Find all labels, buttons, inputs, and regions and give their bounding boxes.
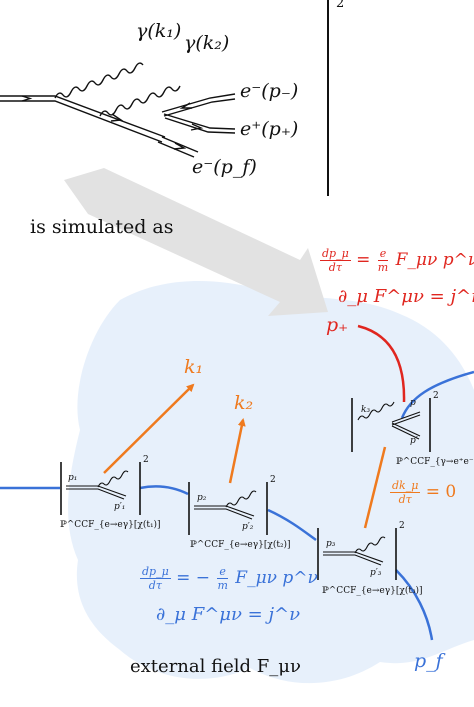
vertex-4-p-out2: p′ xyxy=(410,436,418,446)
vertex-1 xyxy=(60,462,141,515)
vertex-3-p-out: p′₃ xyxy=(370,568,382,578)
pair-production-lines xyxy=(161,93,236,134)
label-electron-final: e⁻(p_f) xyxy=(192,156,257,178)
vertex-4-power: 2 xyxy=(433,391,439,401)
electron-trajectory xyxy=(0,485,434,641)
incoming-fermion-line xyxy=(0,95,166,143)
positron-trajectory xyxy=(357,324,406,403)
red-eq1-rhs-rest: F_μν p^ν xyxy=(395,250,474,270)
vertex-3-power: 2 xyxy=(399,521,405,531)
photon-arrow-k1 xyxy=(103,383,195,474)
red-eq1-rhs-den: m xyxy=(377,261,389,274)
vertex-1-p-out: p′₁ xyxy=(114,502,126,512)
label-electron-minus: e⁻(p₋) xyxy=(240,80,299,102)
vertex-1-probability: ℙ^CCF_{e→eγ}[χ(t₁)] xyxy=(60,520,161,530)
label-p-f: p_f xyxy=(414,650,443,672)
orange-eq-den: dτ xyxy=(398,493,412,506)
label-positron-plus: e⁺(p₊) xyxy=(240,118,299,140)
vertex-4-k-in: k₃ xyxy=(361,405,371,415)
photon-wiggle-k1-top xyxy=(54,62,144,99)
orange-eq-rhs: = 0 xyxy=(425,482,457,502)
vertex-2-probability: ℙ^CCF_{e→eγ}[χ(t₂)] xyxy=(190,540,291,550)
positron-continuation xyxy=(400,370,474,419)
blue-equation-2: ∂_μ F^μν = j^ν xyxy=(156,604,301,625)
orange-eq-num: dk_μ xyxy=(390,479,421,493)
external-field-cloud xyxy=(68,281,474,684)
label-k2: k₂ xyxy=(234,392,254,414)
vertex-1-p-in: p₁ xyxy=(68,473,78,483)
vertex-2-p-out: p′₂ xyxy=(242,522,254,532)
vertex-3-probability: ℙ^CCF_{e→eγ}[χ(t₃)] xyxy=(322,586,423,596)
vertex-3-p-in: p₃ xyxy=(326,539,336,549)
vertex-4-probability: ℙ^CCF_{γ→e⁺e⁻}[χ(t xyxy=(396,457,474,467)
vertex-2 xyxy=(188,482,268,535)
vertex-4-p-out: p xyxy=(410,398,416,408)
vertex-1-power: 2 xyxy=(143,455,149,465)
vertex-2-p-in: p₂ xyxy=(197,493,207,503)
label-photon-k1: γ(k₁) xyxy=(136,20,182,42)
blue-eq1-rhs-den: m xyxy=(217,579,228,592)
photon-k3-path xyxy=(363,446,387,529)
blue-eq1-eq: = − xyxy=(176,568,211,588)
vertex-4 xyxy=(351,398,431,452)
photon-wiggle-k2-top xyxy=(99,85,181,117)
vertex-2-power: 2 xyxy=(270,475,276,485)
red-eq1-eq: = xyxy=(356,250,371,270)
red-equation-2: ∂_μ F^μν = j^ν xyxy=(338,286,474,307)
label-corner-index: 2 xyxy=(336,0,345,11)
vertex-3 xyxy=(317,528,397,580)
caption-simulated: is simulated as xyxy=(30,216,174,238)
blue-eq1-lhs-num: dp_μ xyxy=(140,565,171,579)
blue-eq1-rhs-num: e xyxy=(217,565,228,579)
final-electron-line xyxy=(157,136,199,158)
red-eq1-rhs-num: e xyxy=(377,247,389,261)
label-external-field: external field F_μν xyxy=(130,656,301,677)
red-eq1-lhs-num: dp_μ xyxy=(320,247,351,261)
photon-arrow-k2 xyxy=(228,418,246,484)
label-photon-k2: γ(k₂) xyxy=(184,32,230,54)
big-gray-arrow xyxy=(64,168,328,316)
blue-eq1-lhs-den: dτ xyxy=(148,579,162,592)
label-p-plus: p₊ xyxy=(326,314,349,336)
label-k1: k₁ xyxy=(184,356,204,378)
red-eq1-lhs-den: dτ xyxy=(328,261,342,274)
blue-eq1-rhs-rest: F_μν p^ν xyxy=(235,568,318,588)
